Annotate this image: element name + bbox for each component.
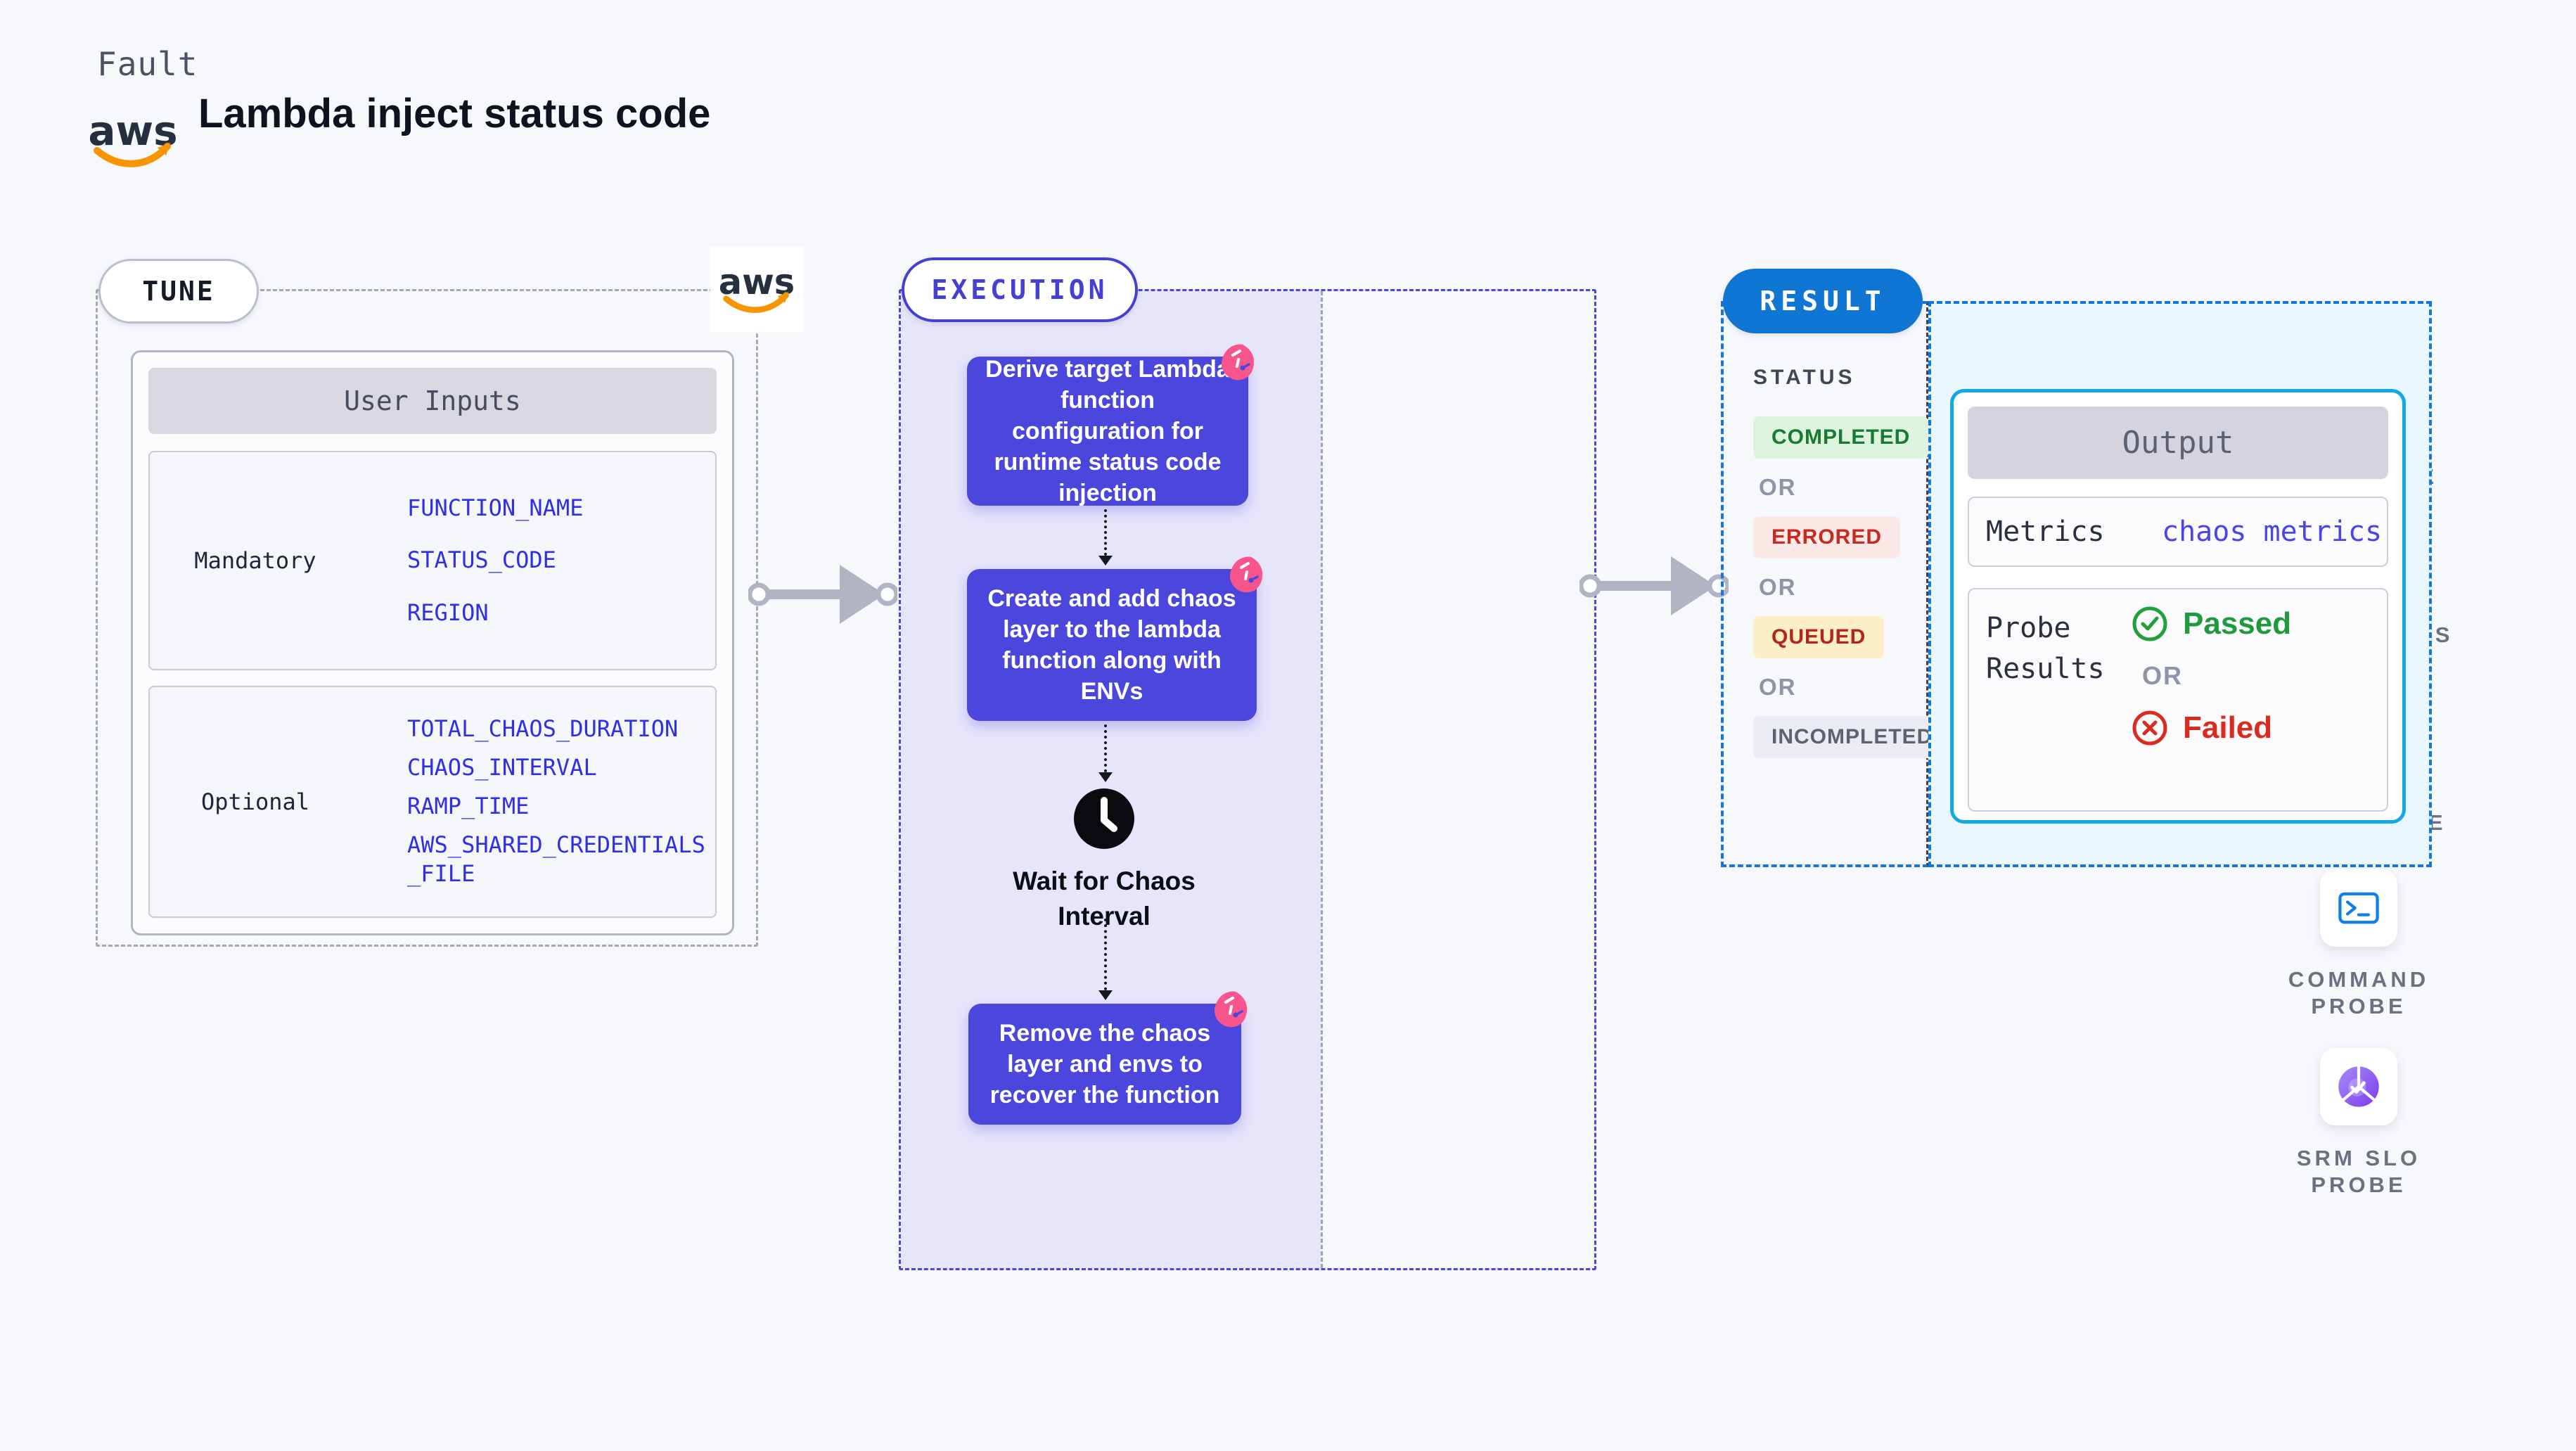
wait-clock-icon bbox=[1072, 786, 1136, 855]
env-var: FUNCTION_NAME bbox=[407, 494, 584, 521]
mandatory-params: Mandatory FUNCTION_NAME STATUS_CODE REGI… bbox=[148, 451, 717, 670]
flow-step-remove-layer: Remove the chaos layer and envs to recov… bbox=[968, 991, 1248, 1125]
optional-label: Optional bbox=[200, 788, 310, 815]
flow-step-text: Remove the chaos layer and envs to recov… bbox=[989, 1019, 1220, 1109]
env-var: AWS_SHARED_CREDENTIALS_FILE bbox=[407, 831, 705, 888]
probes-divider bbox=[1321, 291, 1323, 1268]
mandatory-label: Mandatory bbox=[194, 547, 316, 574]
wait-for-chaos-label: Wait for Chaos Interval bbox=[1013, 867, 1196, 931]
or-separator: OR bbox=[2142, 661, 2183, 690]
execution-pill: EXECUTION bbox=[902, 257, 1138, 322]
probe-results-row: Probe Results Passed OR Failed bbox=[1968, 588, 2388, 812]
command-probe-card bbox=[2320, 869, 2397, 947]
env-var: STATUS_CODE bbox=[407, 546, 556, 574]
user-inputs-card: User Inputs Mandatory FUNCTION_NAME STAT… bbox=[131, 350, 734, 935]
srm-slo-probe-card bbox=[2320, 1048, 2397, 1125]
failed-label: Failed bbox=[2183, 710, 2273, 745]
status-badge-incompleted: INCOMPLETED bbox=[1753, 716, 1952, 758]
status-badge-completed: COMPLETED bbox=[1753, 416, 1929, 459]
metrics-label: Metrics bbox=[1986, 516, 2105, 548]
probe-label: COMMAND PROBE bbox=[2288, 967, 2430, 1018]
flow-step-derive: Derive target Lambda function configurat… bbox=[967, 344, 1255, 507]
page-title: Lambda inject status code bbox=[198, 91, 711, 136]
probe-results-label: Probe Results bbox=[1986, 612, 2105, 685]
env-var: CHAOS_INTERVAL bbox=[407, 754, 597, 781]
execution-to-result-arrow bbox=[1579, 556, 1729, 615]
failed-result: Failed bbox=[2131, 709, 2291, 747]
probe-label: SRM SLO PROBE bbox=[2296, 1146, 2421, 1197]
flow-connector bbox=[1097, 724, 1114, 782]
status-badge-queued: QUEUED bbox=[1753, 616, 1885, 658]
aws-icon: aws bbox=[720, 262, 793, 313]
metrics-value: chaos metrics bbox=[2162, 516, 2383, 548]
env-var: RAMP_TIME bbox=[407, 792, 530, 819]
fault-eyebrow: Fault bbox=[97, 45, 198, 83]
flow-connector bbox=[1097, 919, 1114, 1000]
flow-step-text: Create and add chaos layer to the lambda… bbox=[987, 584, 1236, 705]
metrics-row: Metrics chaos metrics bbox=[1968, 497, 2388, 567]
user-inputs-header: User Inputs bbox=[148, 368, 717, 434]
result-pill: RESULT bbox=[1723, 269, 1923, 333]
litmus-chaos-icon bbox=[1229, 556, 1263, 593]
result-status-column: STATUS COMPLETED OR ERRORED OR QUEUED OR… bbox=[1721, 301, 1952, 867]
passed-result: Passed bbox=[2131, 605, 2291, 643]
env-var: REGION bbox=[407, 599, 489, 626]
terminal-icon bbox=[2338, 892, 2379, 924]
or-separator: OR bbox=[1759, 674, 1797, 700]
or-separator: OR bbox=[1759, 574, 1797, 600]
aws-logo: aws bbox=[88, 104, 178, 178]
x-circle-icon bbox=[2132, 710, 2167, 746]
flow-step-text: Derive target Lambda function configurat… bbox=[985, 355, 1230, 507]
env-var: TOTAL_CHAOS_DURATION bbox=[407, 715, 679, 743]
status-badge-errored: ERRORED bbox=[1753, 516, 1901, 558]
status-title: STATUS bbox=[1753, 366, 1856, 389]
check-circle-icon bbox=[2132, 606, 2167, 641]
srm-slo-icon bbox=[2338, 1066, 2379, 1107]
tune-section bbox=[96, 289, 758, 947]
passed-label: Passed bbox=[2183, 606, 2292, 641]
output-header: Output bbox=[1968, 407, 2388, 479]
flow-step-add-layer: Create and add chaos layer to the lambda… bbox=[967, 556, 1263, 721]
litmus-chaos-icon bbox=[1221, 344, 1255, 381]
output-card: Output Metrics chaos metrics Probe Resul… bbox=[1950, 389, 2406, 824]
flow-connector bbox=[1097, 509, 1114, 565]
tune-pill: TUNE bbox=[98, 259, 259, 324]
optional-params: Optional TOTAL_CHAOS_DURATION CHAOS_INTE… bbox=[148, 686, 717, 918]
tune-to-execution-arrow bbox=[748, 565, 897, 624]
aws-corner-logo: aws bbox=[710, 246, 803, 332]
litmus-chaos-icon bbox=[1214, 991, 1248, 1028]
or-separator: OR bbox=[1759, 474, 1797, 500]
